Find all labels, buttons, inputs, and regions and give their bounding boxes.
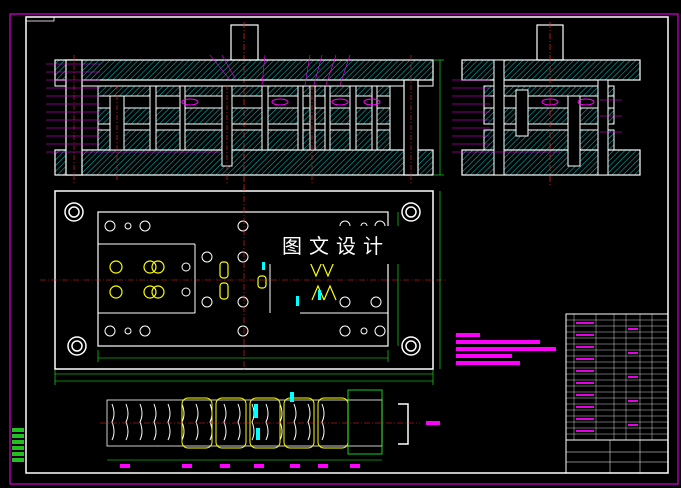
technical-notes [456,333,556,365]
top-corner-mark [25,16,55,22]
watermark-text: 图文设计 [282,234,390,258]
outer-frame [9,13,679,485]
left-edge-stamps [12,428,24,462]
front-section-view [46,22,444,190]
side-section-view [452,22,641,185]
strip-layout-view [100,389,440,468]
watermark-backdrop [268,226,418,264]
title-block-and-parts-list [565,313,669,474]
lower-die-plan-view [40,185,445,385]
inner-frame [25,16,669,474]
